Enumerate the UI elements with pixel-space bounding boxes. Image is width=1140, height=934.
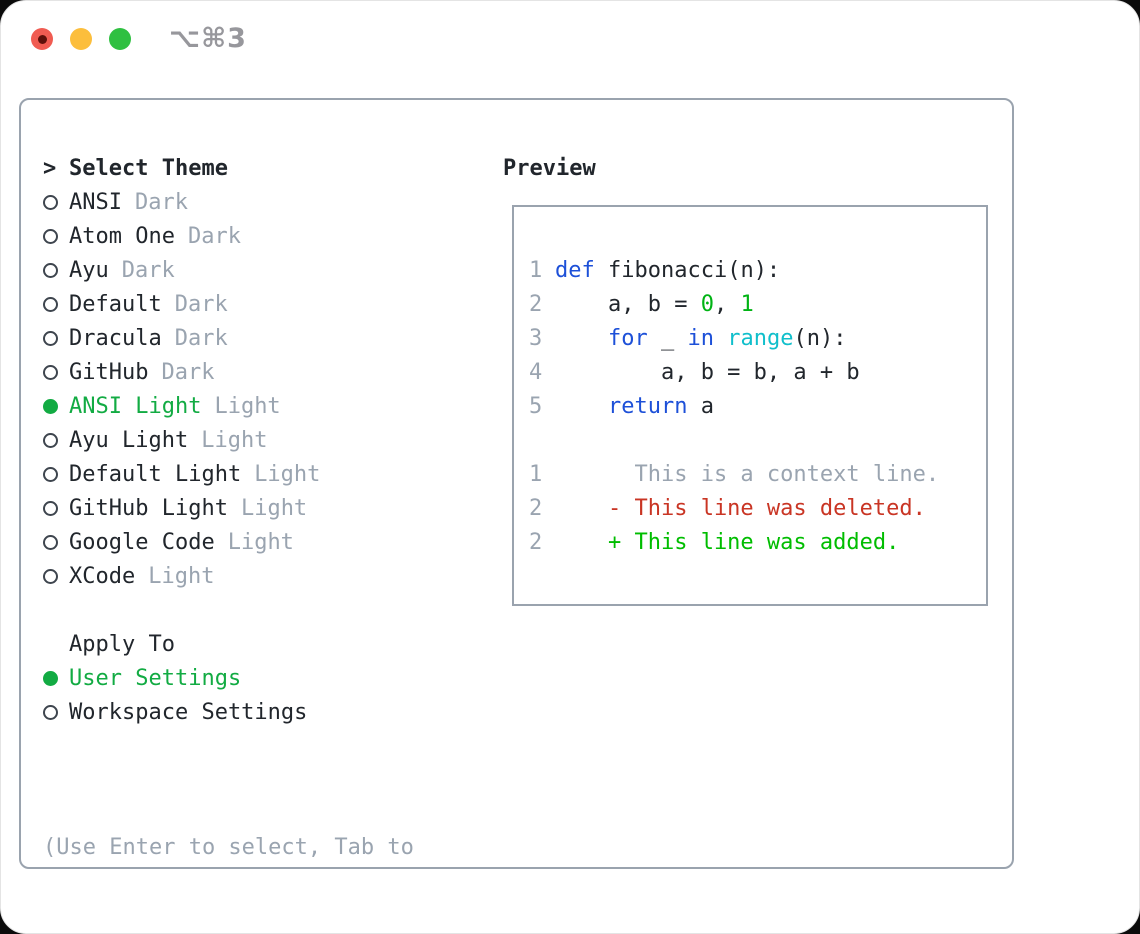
theme-option-github-light[interactable]: GitHub Light Light	[43, 491, 414, 525]
apply-option-user-settings[interactable]: User Settings	[43, 661, 414, 695]
theme-option-default-light[interactable]: Default Light Light	[43, 457, 414, 491]
theme-picker-panel: > Select Theme ANSI Dark Atom One Dark A…	[19, 98, 1014, 869]
line-number: 2	[529, 495, 543, 521]
theme-list-title: Select Theme	[69, 155, 228, 181]
radio-icon	[43, 704, 58, 720]
theme-option-default[interactable]: Default Dark	[43, 287, 414, 321]
radio-icon	[43, 262, 58, 278]
code-token	[555, 394, 608, 419]
code-token: in	[687, 325, 714, 351]
theme-option-ansi-light[interactable]: ANSI Light Light	[43, 389, 414, 423]
radio-icon	[43, 296, 58, 312]
modified-indicator-dot	[37, 34, 47, 44]
code-token: 0	[700, 291, 714, 317]
code-token: (n):	[793, 325, 847, 351]
titlebar: ⌥⌘3	[1, 1, 1139, 77]
code-line: 2 a, b = 0, 1	[529, 287, 986, 321]
code-token	[555, 326, 608, 351]
theme-variant-tag: Light	[240, 495, 308, 521]
theme-option-ayu[interactable]: Ayu Dark	[43, 253, 414, 287]
radio-icon	[43, 500, 58, 516]
zoom-button[interactable]	[109, 28, 131, 50]
code-token: a, b =	[555, 291, 701, 317]
caret-icon: >	[43, 155, 57, 181]
help-text-line1: (Use Enter to select, Tab to	[43, 835, 414, 860]
code-line: 3 for _ in range(n):	[529, 321, 986, 355]
theme-option-github[interactable]: GitHub Dark	[43, 355, 414, 389]
minimize-button[interactable]	[70, 28, 92, 50]
apply-to-title: Apply To	[69, 631, 175, 657]
line-number: 3	[529, 325, 543, 351]
code-token: ,	[713, 291, 741, 317]
preview-pane: 1 def fibonacci(n): 2 a, b = 0, 1 3 for …	[512, 205, 988, 606]
radio-selected-icon	[43, 398, 58, 414]
window-shortcut-label: ⌥⌘3	[169, 23, 247, 54]
theme-variant-tag: Dark	[134, 189, 188, 215]
theme-variant-tag: Dark	[187, 223, 241, 249]
theme-variant-tag: Dark	[161, 359, 215, 385]
theme-option-ansi[interactable]: ANSI Dark	[43, 185, 414, 219]
radio-icon	[43, 194, 58, 210]
code-token	[714, 326, 727, 351]
radio-selected-icon	[43, 670, 58, 686]
close-button[interactable]	[31, 28, 53, 50]
apply-option-workspace-settings[interactable]: Workspace Settings	[43, 695, 414, 729]
theme-option-xcode[interactable]: XCode Light	[43, 559, 414, 593]
code-token: _	[647, 325, 688, 351]
radio-icon	[43, 228, 58, 244]
preview-title: Preview	[503, 155, 596, 181]
theme-variant-tag: Light	[201, 427, 268, 453]
traffic-lights	[31, 28, 131, 50]
theme-variant-tag: Light	[254, 461, 321, 487]
code-token: return	[607, 393, 688, 419]
code-token: range	[727, 325, 794, 351]
line-number: 2	[529, 291, 543, 317]
theme-variant-tag: Light	[148, 563, 215, 589]
theme-variant-tag: Light	[214, 393, 281, 419]
theme-option-ayu-light[interactable]: Ayu Light Light	[43, 423, 414, 457]
code-token: fibonacci(n):	[594, 257, 781, 283]
radio-icon	[43, 432, 58, 448]
theme-variant-tag: Dark	[174, 325, 228, 351]
line-number: 1	[529, 257, 543, 283]
theme-variant-tag: Dark	[174, 291, 228, 317]
radio-icon	[43, 330, 58, 346]
diff-context-line: 1 This is a context line.	[529, 461, 940, 487]
theme-list-header: > Select Theme	[43, 151, 414, 185]
diff-deleted-line: 2 - This line was deleted.	[529, 495, 926, 521]
theme-option-dracula[interactable]: Dracula Dark	[43, 321, 414, 355]
code-token: for	[607, 325, 648, 351]
code-token: a	[687, 393, 714, 419]
apply-to-header: Apply To	[43, 627, 414, 661]
help-text: (Use Enter to select, Tab to change focu…	[43, 763, 414, 933]
radio-icon	[43, 568, 58, 584]
line-number: 5	[529, 393, 543, 419]
radio-icon	[43, 466, 58, 482]
code-token: 1	[740, 291, 754, 317]
theme-option-atom-one[interactable]: Atom One Dark	[43, 219, 414, 253]
diff-added-line: 2 + This line was added.	[529, 529, 900, 555]
line-number: 2	[529, 529, 543, 555]
code-line: 4 a, b = b, a + b	[529, 355, 986, 389]
line-number: 4	[529, 359, 543, 385]
code-line: 5 return a	[529, 389, 986, 423]
line-number: 1	[529, 461, 543, 487]
theme-option-google-code[interactable]: Google Code Light	[43, 525, 414, 559]
radio-icon	[43, 534, 58, 550]
theme-variant-tag: Light	[227, 529, 294, 555]
radio-icon	[43, 364, 58, 380]
code-line: 1 def fibonacci(n):	[529, 253, 986, 287]
theme-list: > Select Theme ANSI Dark Atom One Dark A…	[43, 151, 414, 933]
code-token: a, b = b, a + b	[555, 359, 860, 385]
code-token: def	[555, 257, 595, 283]
theme-variant-tag: Dark	[121, 257, 175, 283]
